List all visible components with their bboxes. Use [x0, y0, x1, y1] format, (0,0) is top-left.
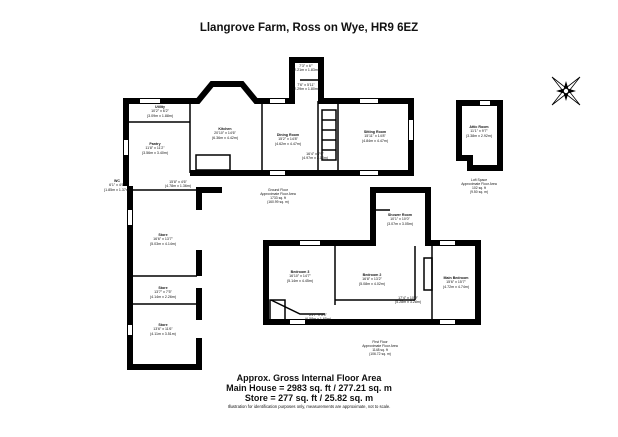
summary-store: Store = 277 sq. ft / 25.82 sq. m — [244, 393, 374, 403]
disclaimer: Illustration for identification purposes… — [227, 404, 391, 409]
room-label-lobby: 7'6" x 5'11"(2.29m x 1.80m) — [292, 83, 320, 92]
store-walls — [127, 186, 222, 370]
room-label-passage: 15'8" x 4'6"(4.78m x 1.36m) — [164, 180, 192, 189]
windows — [124, 99, 490, 335]
ground-floor-walls — [123, 57, 414, 186]
room-label-hall: 16'4" x 7'0"(4.97m x 2.13m) — [301, 152, 329, 161]
room-label-tower: 7'3" x 6'"(2.21m x 1.83m) — [292, 64, 320, 73]
room-label-landing-2: 17'4" x 10'9"(5.28m x 3.28m) — [394, 296, 422, 305]
gross-area-summary: Approx. Gross Internal Floor Area Main H… — [0, 373, 618, 403]
room-label-landing: 21'7" x 5'5"(6.58m x 1.65m) — [304, 313, 332, 322]
interior-walls — [129, 79, 433, 320]
summary-heading: Approx. Gross Internal Floor Area — [236, 373, 382, 383]
compass-rose-icon — [551, 76, 581, 106]
page-title: Llangrove Farm, Ross on Wye, HR9 6EZ — [199, 22, 419, 34]
summary-main-house: Main House = 2983 sq. ft / 277.21 sq. m — [226, 383, 392, 393]
attic-walls — [456, 100, 503, 171]
stairs — [195, 109, 433, 321]
first-floor-walls — [263, 187, 481, 325]
